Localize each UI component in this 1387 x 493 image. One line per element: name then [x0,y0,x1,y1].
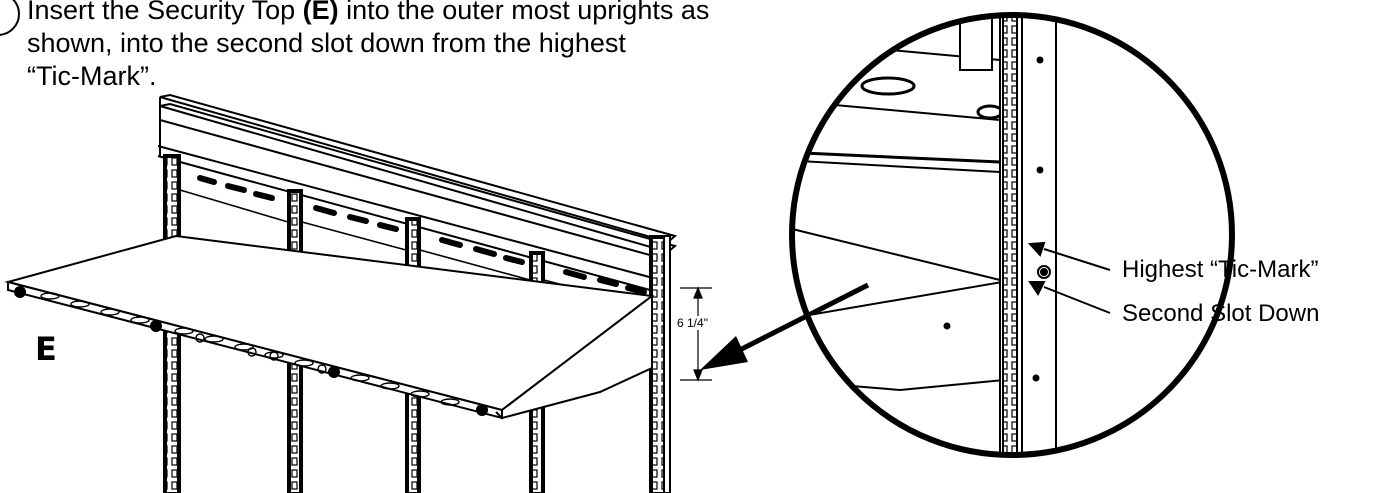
dimension-label: 6 1/4" [676,316,709,330]
instruction-part2: into the outer most uprights as [338,0,710,25]
callout-second-slot-down: Second Slot Down [1122,300,1320,327]
top-rail [157,93,678,291]
instruction-text: Insert the Security Top (E) into the out… [27,0,847,93]
instruction-line3: “Tic-Mark”. [27,61,157,91]
pointer-arrow [700,282,870,370]
detail-magnifier [789,12,1235,458]
dimension-lines [680,286,712,382]
callout-highest-tic-mark: Highest “Tic-Mark” [1122,256,1319,283]
security-top-shelf [4,234,655,420]
part-reference: (E) [302,0,339,25]
instruction-line2: shown, into the second slot down from th… [27,28,626,58]
part-label-e: E [35,330,57,368]
instruction-part1: Insert the Security Top [27,0,303,25]
